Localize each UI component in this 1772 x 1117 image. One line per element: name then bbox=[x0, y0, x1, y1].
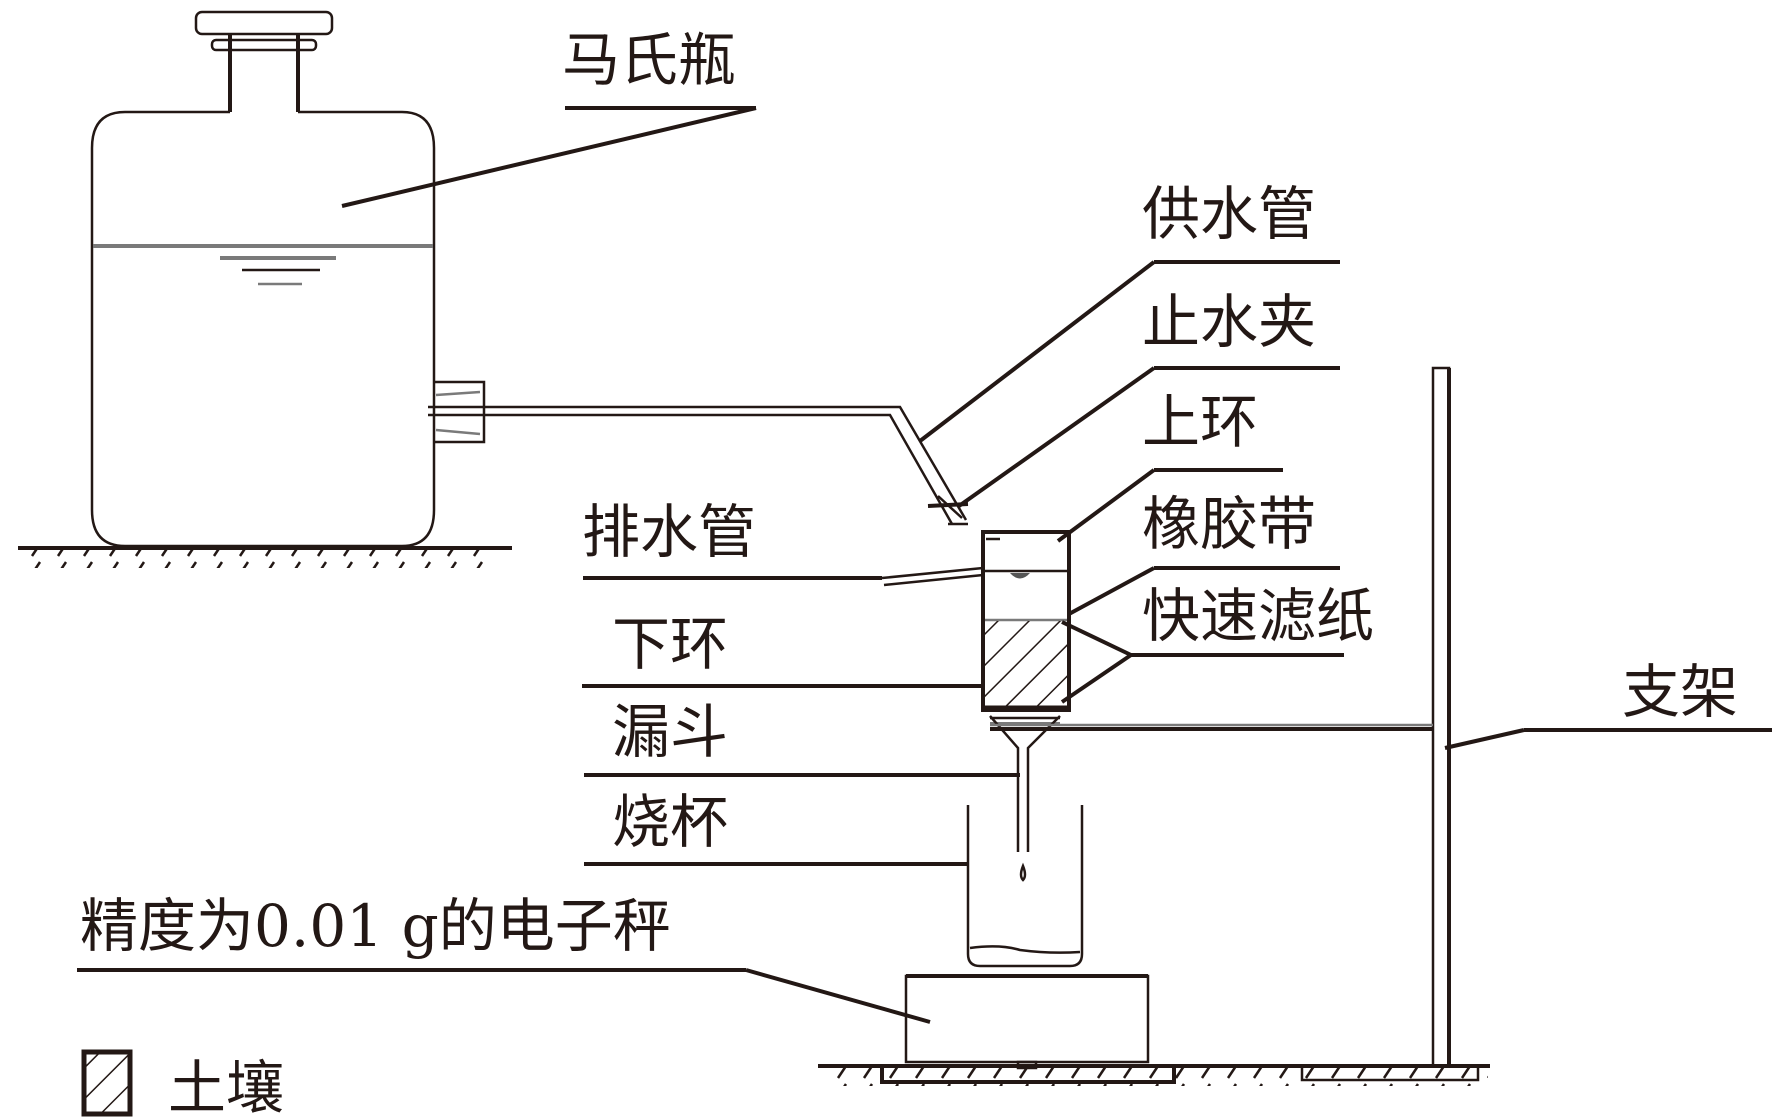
label-mariotte-bottle: 马氏瓶 bbox=[562, 26, 736, 94]
label-upper-ring: 上环 bbox=[1142, 388, 1258, 456]
legend-soil-swatch-icon bbox=[81, 1049, 133, 1117]
label-balance: 精度为0.01 g的电子秤 bbox=[80, 892, 671, 960]
label-filter-paper: 快速滤纸 bbox=[1142, 582, 1374, 650]
drain-tube bbox=[881, 566, 984, 587]
label-beaker: 烧杯 bbox=[612, 788, 728, 856]
stand bbox=[990, 366, 1480, 1082]
leader-lines bbox=[77, 106, 1772, 1024]
beaker bbox=[966, 805, 1084, 968]
supply-tube bbox=[428, 405, 968, 526]
mariotte-bottle bbox=[90, 10, 486, 548]
soil-column bbox=[981, 530, 1071, 712]
label-rubber-band: 橡胶带 bbox=[1142, 490, 1316, 558]
water-drop-icon bbox=[1019, 862, 1027, 882]
label-funnel: 漏斗 bbox=[612, 698, 728, 766]
electronic-balance bbox=[880, 974, 1176, 1084]
label-drain-tube: 排水管 bbox=[582, 498, 756, 566]
label-water-clamp: 止水夹 bbox=[1142, 288, 1316, 356]
ground-left bbox=[18, 546, 512, 568]
funnel bbox=[989, 715, 1061, 852]
label-lower-ring: 下环 bbox=[612, 610, 728, 678]
legend: 土壤 bbox=[81, 1049, 284, 1117]
label-stand: 支架 bbox=[1622, 658, 1738, 726]
label-supply-tube: 供水管 bbox=[1142, 180, 1316, 248]
legend-soil-label: 土壤 bbox=[168, 1054, 284, 1117]
